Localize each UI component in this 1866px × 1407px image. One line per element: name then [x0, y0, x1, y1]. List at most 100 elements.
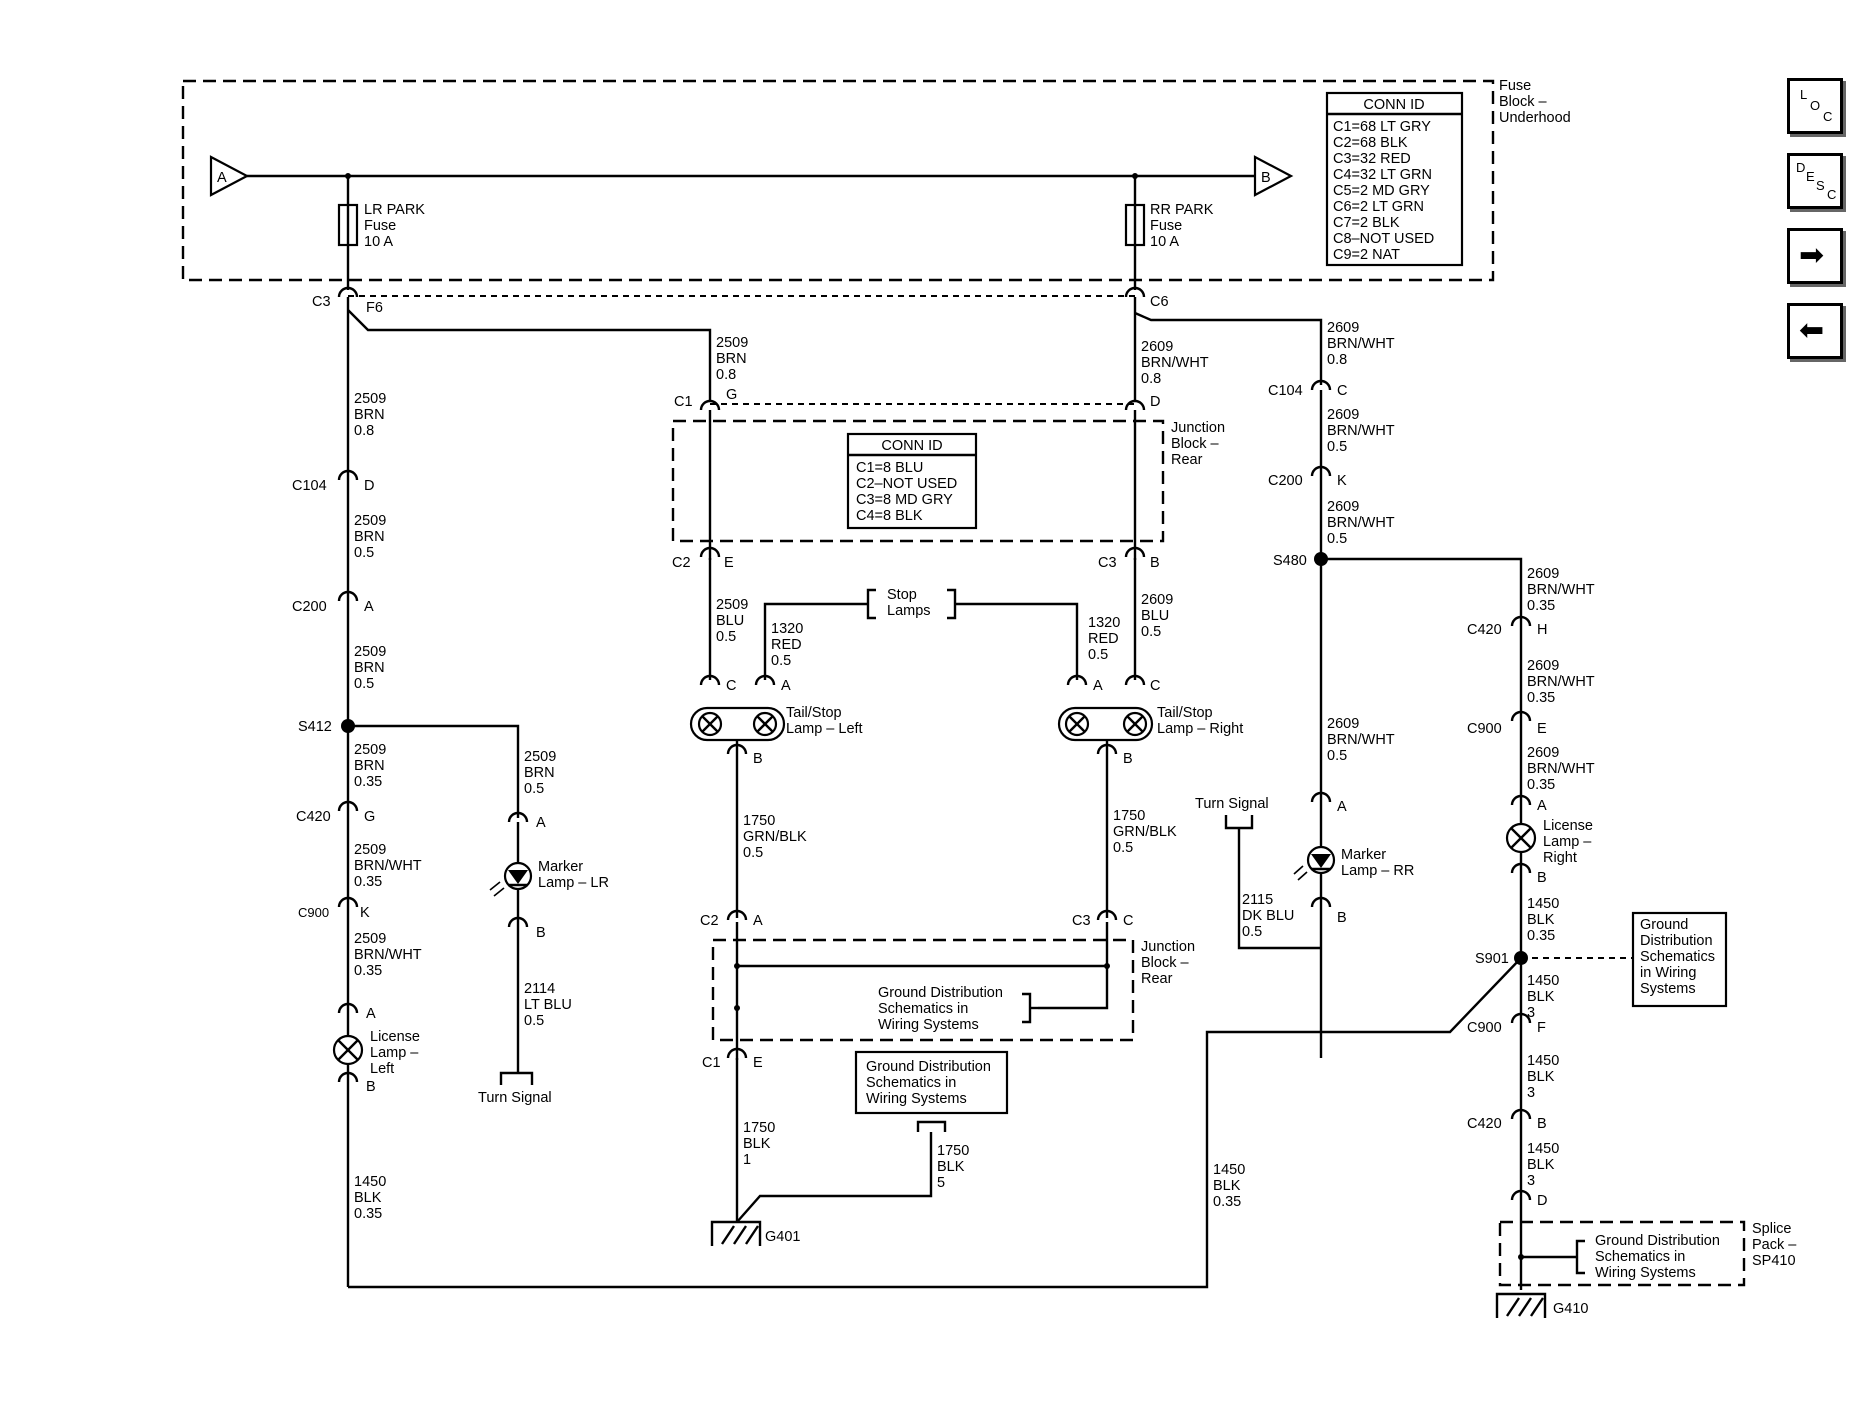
svg-text:Rear: Rear: [1141, 971, 1173, 987]
svg-text:C8–NOT USED: C8–NOT USED: [1333, 231, 1434, 247]
right-wire-4-label: 2609 BRN/WHT 0.5: [1327, 716, 1395, 764]
svg-text:LT BLU: LT BLU: [524, 997, 572, 1013]
junction-block-rear-label: Junction Block – Rear: [1171, 420, 1225, 468]
svg-text:Block –: Block –: [1171, 436, 1219, 452]
svg-text:BLK: BLK: [743, 1136, 771, 1152]
g401-label: G401: [765, 1229, 800, 1245]
svg-text:Fuse: Fuse: [1150, 218, 1182, 234]
svg-text:K: K: [360, 905, 370, 921]
svg-text:B: B: [1537, 870, 1547, 886]
svg-text:A: A: [364, 599, 374, 615]
svg-text:2509: 2509: [354, 644, 386, 660]
svg-text:C4=8 BLK: C4=8 BLK: [856, 508, 923, 524]
bus-output-b-label: B: [1261, 170, 1271, 186]
svg-text:1450: 1450: [1527, 1141, 1559, 1157]
svg-text:C3=8 MD GRY: C3=8 MD GRY: [856, 492, 953, 508]
svg-text:BLK: BLK: [1527, 989, 1555, 1005]
bus-input-a-label: A: [217, 170, 227, 186]
svg-text:Block –: Block –: [1499, 94, 1547, 110]
right-c900-label: C900: [1467, 721, 1502, 737]
main-ground-wire-label: 1450 BLK 0.35: [1213, 1162, 1245, 1210]
svg-text:Block –: Block –: [1141, 955, 1189, 971]
svg-text:C: C: [1337, 383, 1347, 399]
junction-block-rear-lower-label: Junction Block – Rear: [1141, 939, 1195, 987]
svg-text:0.5: 0.5: [1327, 439, 1347, 455]
svg-text:2609: 2609: [1327, 407, 1359, 423]
center-gds-reference-label: Ground Distribution Schematics in Wiring…: [878, 985, 1038, 1033]
c6-label: C6: [1150, 294, 1169, 310]
svg-text:0.5: 0.5: [771, 653, 791, 669]
svg-text:C9=2 NAT: C9=2 NAT: [1333, 247, 1400, 263]
svg-text:2609: 2609: [1141, 339, 1173, 355]
svg-text:Left: Left: [370, 1061, 394, 1077]
arrow-right-icon: ➡: [1799, 238, 1825, 273]
left-wire-6-label: 2509 BRN/WHT 0.35: [354, 931, 422, 979]
svg-text:BRN: BRN: [354, 407, 385, 423]
svg-text:G: G: [364, 809, 375, 825]
svg-text:0.5: 0.5: [716, 629, 736, 645]
g401-ground-symbol: [710, 1220, 762, 1246]
svg-text:0.5: 0.5: [1327, 531, 1347, 547]
svg-text:C7=2 BLK: C7=2 BLK: [1333, 215, 1400, 231]
svg-text:Junction: Junction: [1171, 420, 1225, 436]
svg-text:0.5: 0.5: [1327, 748, 1347, 764]
svg-text:A: A: [366, 1006, 376, 1022]
next-page-button[interactable]: ➡: [1787, 228, 1843, 284]
loc-letter-l: L: [1800, 87, 1808, 102]
svg-text:Ground Distribution: Ground Distribution: [878, 985, 1003, 1001]
svg-text:CONN ID: CONN ID: [881, 438, 942, 454]
svg-text:BLK: BLK: [1213, 1178, 1241, 1194]
svg-text:BLK: BLK: [1527, 1157, 1555, 1173]
svg-text:2509: 2509: [354, 931, 386, 947]
left-wire-7-label: 1450 BLK 0.35: [354, 1174, 386, 1222]
svg-text:BRN/WHT: BRN/WHT: [1527, 582, 1595, 598]
svg-text:Fuse: Fuse: [364, 218, 396, 234]
svg-text:C4=32 LT GRN: C4=32 LT GRN: [1333, 167, 1432, 183]
svg-text:B: B: [366, 1079, 376, 1095]
svg-text:Lamps: Lamps: [887, 603, 931, 619]
svg-text:Marker: Marker: [538, 859, 583, 875]
svg-text:0.8: 0.8: [354, 423, 374, 439]
svg-text:0.5: 0.5: [743, 845, 763, 861]
splice-pack-sp410-label: Splice Pack – SP410: [1752, 1221, 1797, 1269]
svg-text:BRN: BRN: [354, 758, 385, 774]
svg-text:BRN/WHT: BRN/WHT: [1327, 515, 1395, 531]
blk5-label: 1750 BLK 5: [937, 1143, 969, 1191]
description-button[interactable]: D E S C: [1787, 153, 1843, 209]
svg-text:Fuse: Fuse: [1499, 78, 1531, 94]
license-lamp-right-label: License Lamp – Right: [1543, 818, 1593, 866]
dkblu-label: 2115 DK BLU 0.5: [1242, 892, 1294, 940]
svg-text:2509: 2509: [716, 597, 748, 613]
right-gds-box: Ground Distribution Schematics in Wiring…: [1631, 911, 1728, 1008]
svg-text:1450: 1450: [354, 1174, 386, 1190]
svg-text:10 A: 10 A: [364, 234, 393, 250]
desc-letter-s: S: [1816, 178, 1825, 193]
jb-c2b-label: C2: [700, 913, 719, 929]
svg-text:0.35: 0.35: [354, 774, 382, 790]
previous-page-button[interactable]: ⬅: [1787, 303, 1843, 359]
left-c420-label: C420: [296, 809, 331, 825]
svg-text:GRN/BLK: GRN/BLK: [743, 829, 807, 845]
svg-text:B: B: [1123, 751, 1133, 767]
svg-text:2609: 2609: [1527, 658, 1559, 674]
blk1-label: 1750 BLK 1: [743, 1120, 775, 1168]
s480-label: S480: [1273, 553, 1307, 569]
jb-c3-label: C3: [1098, 555, 1117, 571]
desc-letter-c: C: [1827, 187, 1837, 202]
svg-text:Marker: Marker: [1341, 847, 1386, 863]
svg-text:C: C: [1150, 678, 1160, 694]
center-left-blu-label: 2509 BLU 0.5: [716, 597, 748, 645]
svg-text:0.5: 0.5: [1141, 624, 1161, 640]
svg-text:BRN: BRN: [354, 529, 385, 545]
svg-text:C2=68 BLK: C2=68 BLK: [1333, 135, 1408, 151]
location-button[interactable]: L O C: [1787, 78, 1843, 134]
svg-text:A: A: [1537, 798, 1547, 814]
svg-text:BRN/WHT: BRN/WHT: [354, 858, 422, 874]
arrow-left-icon: ⬅: [1799, 313, 1825, 348]
svg-text:B: B: [1337, 910, 1347, 926]
svg-text:RR PARK: RR PARK: [1150, 202, 1214, 218]
fuse-block-outline: [181, 79, 1495, 282]
svg-text:BRN/WHT: BRN/WHT: [1527, 674, 1595, 690]
svg-text:BRN/WHT: BRN/WHT: [1327, 336, 1395, 352]
tail-stop-lamp-right: [1057, 706, 1154, 742]
